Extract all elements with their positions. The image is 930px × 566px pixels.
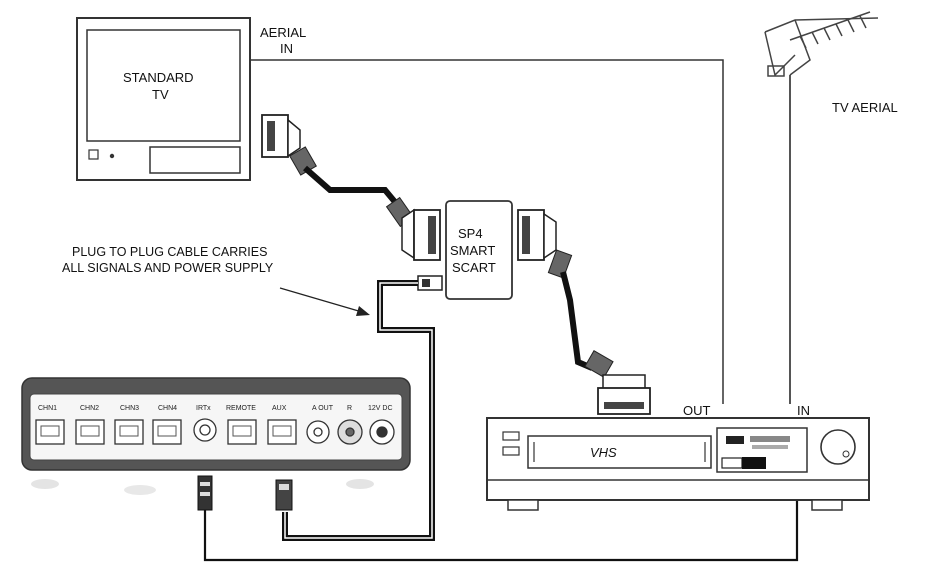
- tv-aerial-label: TV AERIAL: [832, 100, 898, 115]
- vcr-tape-slot: [527, 435, 712, 469]
- vcr-in-label: IN: [797, 403, 810, 418]
- scart-plug-tv: [261, 114, 317, 176]
- sp4-label-line2: SMART: [450, 243, 495, 258]
- scart-plug-vcr: [584, 350, 651, 415]
- port-label-a-out: A OUT: [312, 405, 334, 412]
- scart-plug-sp4-left: [385, 196, 441, 261]
- port-remote: [227, 419, 257, 445]
- aerial-in-label-line2: IN: [280, 41, 293, 56]
- vcr-vhs-label: VHS: [590, 445, 617, 460]
- tv-label-line2: TV: [152, 87, 169, 102]
- port-chn3: [114, 419, 144, 445]
- port-label-chn1: CHN1: [38, 405, 57, 412]
- hub-rf-plug: [197, 475, 213, 511]
- port-label-r: R: [347, 405, 352, 412]
- port-aux: [267, 419, 297, 445]
- port-label-chn2: CHN2: [80, 405, 99, 412]
- cable-note-arrowhead-icon: [356, 306, 370, 316]
- vcr-dial-icon: [820, 429, 856, 465]
- port-label-chn3: CHN3: [120, 405, 139, 412]
- plug-to-plug-cable-core: [284, 282, 433, 539]
- port-label-remote: REMOTE: [226, 405, 256, 412]
- port-label-12v-dc: 12V DC: [368, 405, 393, 412]
- aerial-in-cable: [250, 59, 724, 404]
- port-chn4: [152, 419, 182, 445]
- aerial-in-label-line1: AERIAL: [260, 25, 306, 40]
- hub-aux-plug: [275, 479, 293, 511]
- tv-aerial-icon: [764, 11, 879, 77]
- scart-cable-tv: [303, 165, 403, 210]
- cable-note-line1: PLUG TO PLUG CABLE CARRIES: [72, 245, 267, 259]
- tv-control-panel: [149, 146, 241, 174]
- port-label-irtx: IRTx: [196, 405, 211, 412]
- tv-label-line1: STANDARD: [123, 70, 194, 85]
- sp4-smart-scart-box: [445, 200, 513, 300]
- vcr-button-bottom: [502, 446, 520, 456]
- vcr-button-top: [502, 431, 520, 441]
- port-label-aux: AUX: [272, 405, 287, 412]
- standard-tv: [76, 17, 251, 181]
- scart-cable-vcr: [560, 271, 594, 371]
- cable-note-line2: ALL SIGNALS AND POWER SUPPLY: [62, 261, 274, 275]
- sp4-rj-plug: [417, 275, 443, 291]
- cable-note-arrow: [279, 287, 363, 313]
- sp4-label-line3: SCART: [452, 260, 496, 275]
- port-label-chn4: CHN4: [158, 405, 177, 412]
- tv-indicator-icon: [109, 153, 115, 159]
- scart-plug-sp4-right: [517, 209, 573, 279]
- vcr-out-label: OUT: [683, 403, 711, 418]
- tv-power-button: [88, 149, 99, 160]
- sp4-label-line1: SP4: [458, 226, 483, 241]
- port-chn2: [75, 419, 105, 445]
- vcr-unit: [486, 417, 870, 511]
- port-chn1: [35, 419, 65, 445]
- tv-screen: [86, 29, 241, 142]
